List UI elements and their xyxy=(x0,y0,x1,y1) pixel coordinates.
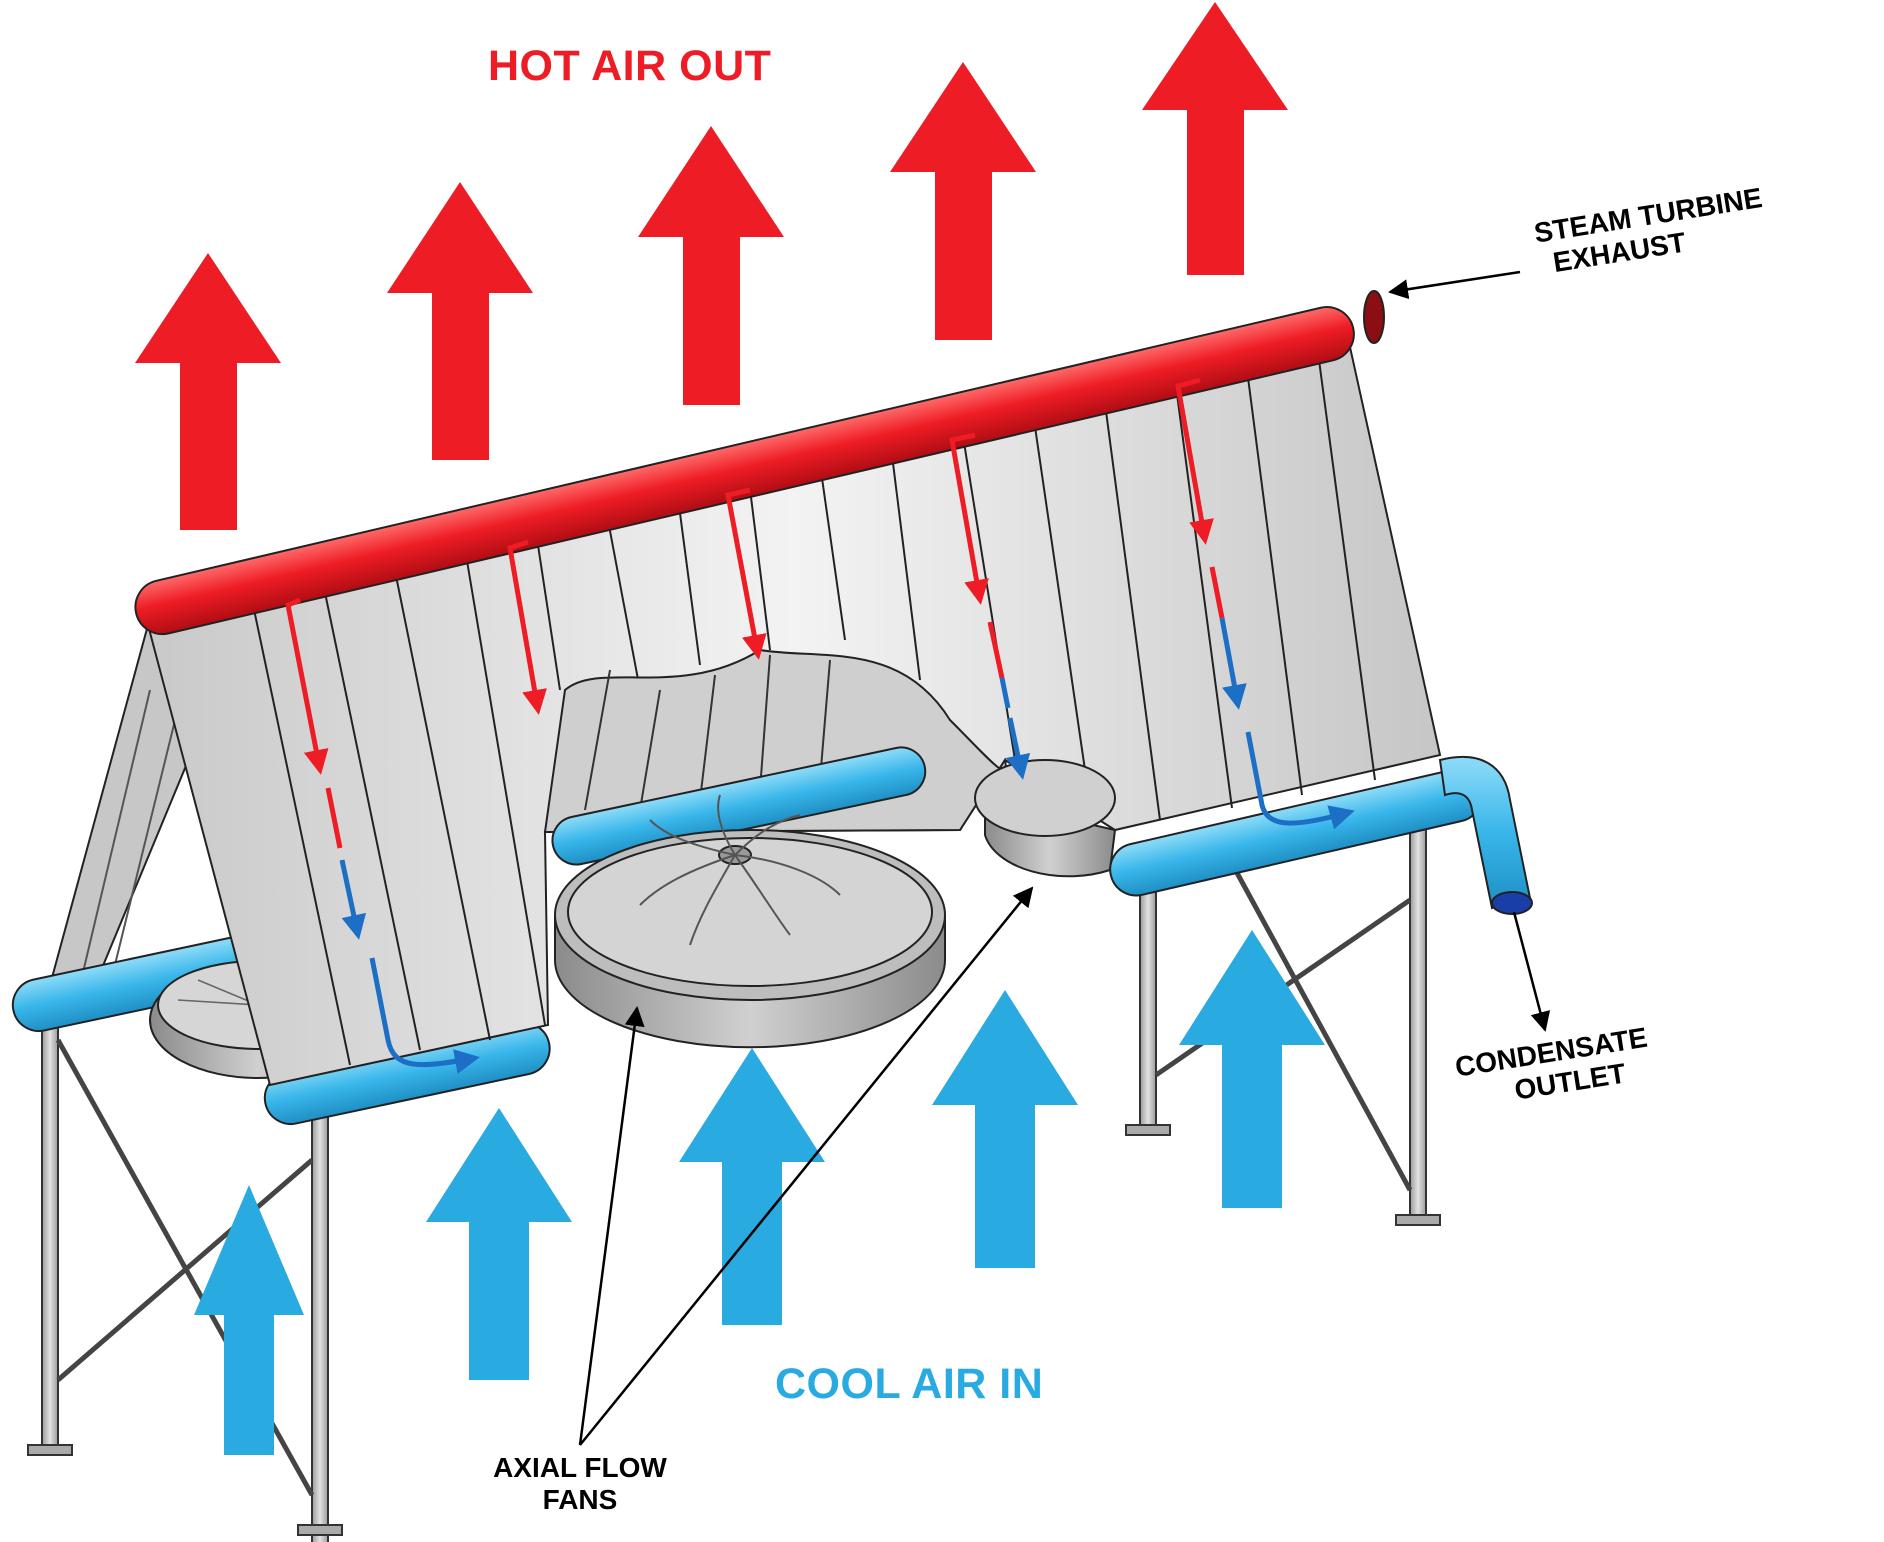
axial-flow-fans-label: AXIAL FLOW FANS xyxy=(470,1452,690,1516)
support-leg xyxy=(311,1114,329,1542)
condensate-outlet-leader xyxy=(1512,911,1551,1032)
cool-air-arrow xyxy=(1179,930,1325,1208)
hot-air-arrow xyxy=(135,253,281,530)
cool-air-arrows xyxy=(194,930,1325,1455)
steam-inlet-opening xyxy=(1363,290,1385,344)
condenser-body xyxy=(11,290,1533,1126)
condensate-outlet-opening xyxy=(1491,891,1533,915)
fan-leader xyxy=(578,1006,645,1446)
axial-fan xyxy=(554,794,946,1049)
cool-air-in-label: COOL AIR IN xyxy=(775,1360,1044,1408)
condensate-flow-paths xyxy=(285,377,1355,1074)
cool-air-arrow xyxy=(679,1048,825,1325)
leader-lines xyxy=(578,270,1551,1446)
hot-air-arrow xyxy=(387,182,533,460)
support-leg xyxy=(1409,799,1427,1221)
cool-air-arrow xyxy=(194,1185,304,1455)
hot-air-out-label: HOT AIR OUT xyxy=(488,42,772,90)
hot-air-arrow xyxy=(638,126,784,405)
steam-header-pipe xyxy=(134,290,1385,636)
condensate-elbow xyxy=(1438,755,1532,910)
hot-air-arrows xyxy=(135,2,1288,530)
support-leg xyxy=(1139,879,1157,1131)
support-leg xyxy=(41,1009,59,1451)
support-foot xyxy=(27,1444,73,1456)
support-foot xyxy=(1395,1214,1441,1226)
hot-air-arrow xyxy=(1142,2,1288,275)
fin-lines xyxy=(251,344,1376,1066)
axial-fan xyxy=(974,759,1117,878)
cool-air-arrow xyxy=(932,990,1078,1268)
steam-exhaust-leader xyxy=(1388,270,1521,300)
fan-leader xyxy=(579,886,1034,1446)
support-foot xyxy=(297,1524,343,1536)
cool-air-arrow xyxy=(426,1108,572,1380)
fans-label-line2: FANS xyxy=(542,1484,618,1516)
hot-air-arrow xyxy=(890,62,1036,340)
fans-label-line1: AXIAL FLOW xyxy=(493,1452,667,1483)
support-foot xyxy=(1125,1124,1171,1136)
